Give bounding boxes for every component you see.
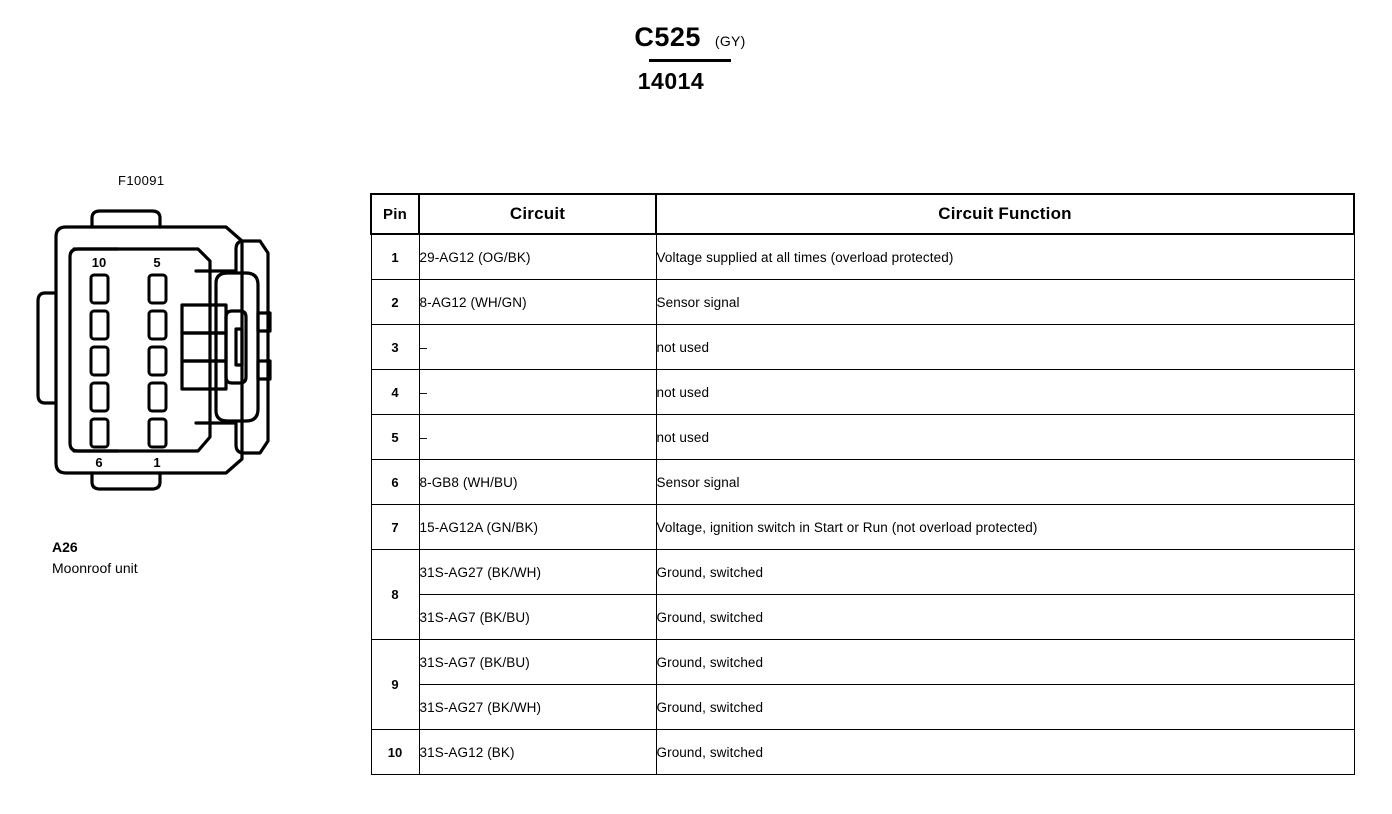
table-row: 4 – not used [370,369,1355,415]
cell-pin: 9 [370,639,420,730]
cell-circuit: 31S-AG7 (BK/BU) [418,594,657,640]
connector-latch-housing [194,239,270,455]
connector-latch-rib-2 [180,331,228,363]
part-number: 14014 [637,68,705,94]
cavity-8 [89,345,110,377]
cell-pin: 3 [370,324,420,370]
cell-function: Sensor signal [655,459,1355,505]
cavity-label-bottom-left: 6 [95,455,102,470]
connector-latch-center-pin [234,327,244,367]
cavity-label-top-left: 10 [92,255,106,270]
connector-latch-rib-1 [180,303,228,335]
cell-function: Sensor signal [655,279,1355,325]
cavity-3 [147,345,168,377]
cell-circuit: 29-AG12 (OG/BK) [418,233,657,280]
cell-function: not used [655,369,1355,415]
table-header-row: Pin Circuit Circuit Function [370,193,1355,235]
connector-inner-face [68,247,212,453]
cell-circuit: 15-AG12A (GN/BK) [418,504,657,550]
title-block: C525 (GY) 14014 [560,22,820,95]
cell-pin: 8 [370,549,420,640]
table-row: 3 – not used [370,324,1355,370]
table-row: 8 31S-AG27 (BK/WH) Ground, switched [370,549,1355,640]
table-row: 7 15-AG12A (GN/BK) Voltage, ignition swi… [370,504,1355,550]
table-row: 1 29-AG12 (OG/BK) Voltage supplied at al… [370,233,1355,280]
cavity-10 [89,273,110,305]
connector-illustration-panel: F10091 [30,165,330,595]
connector-outer-shell [54,225,244,475]
cavity-5 [147,273,168,305]
cell-function: Ground, switched [655,729,1355,775]
cavity-4 [147,309,168,341]
connector-id: C525 [634,22,701,52]
cavity-7 [89,381,110,413]
cell-circuit: – [418,414,657,460]
pin-assignment-table: Pin Circuit Circuit Function 1 29-AG12 (… [370,193,1355,775]
table-row: 6 8-GB8 (WH/BU) Sensor signal [370,459,1355,505]
cavity-6 [89,417,110,449]
cell-pin: 6 [370,459,420,505]
cell-function: Voltage supplied at all times (overload … [655,233,1355,280]
cell-pin: 1 [370,233,420,280]
cell-function: not used [655,414,1355,460]
cavity-2 [147,381,168,413]
table-row: 2 8-AG12 (WH/GN) Sensor signal [370,279,1355,325]
cell-pin: 10 [370,729,420,775]
table-body: 1 29-AG12 (OG/BK) Voltage supplied at al… [370,233,1355,775]
connector-latch-notch-bottom [256,359,272,381]
connector-reference-label: F10091 [118,173,165,188]
cell-function: Ground, switched [655,639,1355,685]
connector-diagram-svg: 10 5 6 1 [36,209,272,491]
column-header-pin: Pin [370,193,420,235]
table-row: 31S-AG7 (BK/BU) Ground, switched [371,594,1355,640]
connector-title-row: C525 (GY) [560,22,820,53]
cell-function: Ground, switched [655,594,1355,640]
cell-circuit: – [418,369,657,415]
connector-color-code: (GY) [714,33,746,49]
cell-circuit: 8-GB8 (WH/BU) [418,459,657,505]
cell-circuit: 31S-AG27 (BK/WH) [418,684,657,730]
table-row: 9 31S-AG7 (BK/BU) Ground, switched [370,639,1355,730]
cell-circuit: 31S-AG7 (BK/BU) [418,639,657,685]
component-code: A26 [52,539,78,555]
cavity-label-bottom-right: 1 [153,455,160,470]
cell-pin: 5 [370,414,420,460]
connector-left-tab [36,291,58,405]
cavity-9 [89,309,110,341]
connector-caption: A26 Moonroof unit [52,537,138,579]
cell-circuit: 31S-AG12 (BK) [418,729,657,775]
cell-pin: 2 [370,279,420,325]
connector-cavity-grid [89,273,168,449]
cell-circuit: – [418,324,657,370]
cell-circuit: 31S-AG27 (BK/WH) [418,549,657,595]
table-row: 10 31S-AG12 (BK) Ground, switched [370,729,1355,775]
connector-drawing: 10 5 6 1 [30,205,290,510]
cell-function: Voltage, ignition switch in Start or Run… [655,504,1355,550]
cavity-1 [147,417,168,449]
table-row: 31S-AG27 (BK/WH) Ground, switched [371,684,1355,730]
cell-function: Ground, switched [655,684,1355,730]
cavity-label-top-right: 5 [153,255,160,270]
cell-function: not used [655,324,1355,370]
column-header-circuit: Circuit [418,193,657,235]
connector-latch-lock-body [214,271,260,423]
cell-circuit: 8-AG12 (WH/GN) [418,279,657,325]
component-name: Moonroof unit [52,560,138,576]
column-header-function: Circuit Function [655,193,1355,235]
connector-bottom-tab [90,471,162,491]
title-divider-rule [649,59,731,62]
connector-latch-rib-3 [180,359,228,391]
cell-pin: 7 [370,504,420,550]
connector-top-tab [90,209,162,229]
table-row: 5 – not used [370,414,1355,460]
cell-pin: 4 [370,369,420,415]
connector-latch-notch-top [256,311,272,333]
cell-function: Ground, switched [655,549,1355,595]
connector-latch-center-slot [224,309,248,385]
